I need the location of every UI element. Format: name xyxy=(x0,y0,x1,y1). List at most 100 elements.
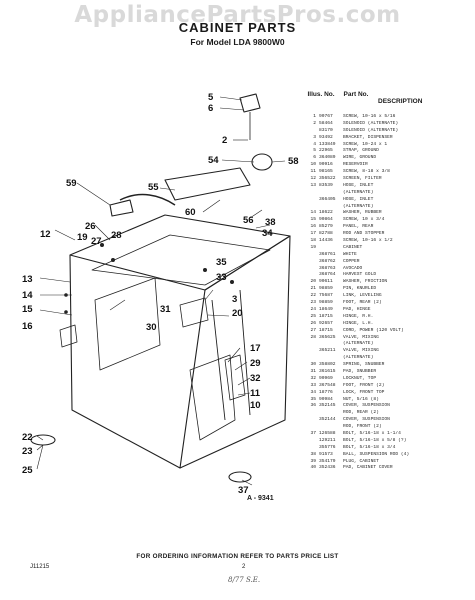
callout-3: 3 xyxy=(232,294,237,305)
illus-number: 16 xyxy=(310,224,316,230)
part-description: COPPER xyxy=(343,258,360,264)
callout-14: 14 xyxy=(22,290,33,301)
illus-number xyxy=(306,252,319,259)
illus-number xyxy=(306,128,319,135)
illus-number: 18 xyxy=(310,238,316,244)
callout-13: 13 xyxy=(22,274,33,285)
part-number: 83170 xyxy=(319,127,333,133)
parts-row: (ALTERNATE) xyxy=(306,190,474,197)
part-description: SCREW, 10-16 x 1/2 xyxy=(343,238,393,244)
part-number: 14436 xyxy=(319,238,333,244)
part-number: 58464 xyxy=(319,120,333,126)
dispenser-bracket xyxy=(164,167,251,201)
part-description: LOCK, FRONT TOP xyxy=(343,389,385,395)
part-number: 18776 xyxy=(319,389,333,395)
part-number: 367548 xyxy=(319,382,336,388)
illus-number: 12 xyxy=(310,176,316,182)
illus-number: 4 xyxy=(313,141,316,147)
snubber-assembly xyxy=(224,354,246,401)
rear-panel xyxy=(94,277,161,371)
callout-6: 6 xyxy=(208,103,213,114)
part-description: ROD, FRONT (2) xyxy=(343,424,382,430)
part-description: VALVE, MIXING xyxy=(343,348,379,354)
illus-number xyxy=(306,348,319,355)
part-number: 352145 xyxy=(319,403,336,409)
bolts xyxy=(64,243,234,314)
suspension-rod-right xyxy=(239,289,251,416)
part-description: PIN, KNURLED xyxy=(343,286,377,292)
model-subtitle: For Model LDA 9800W0 xyxy=(190,37,285,47)
part-number: 90916 xyxy=(319,162,333,168)
part-number: 98165 xyxy=(319,169,333,175)
part-number: 358802 xyxy=(319,362,336,368)
callout-60: 60 xyxy=(185,207,196,218)
parts-row: 368762 COPPER xyxy=(306,259,474,266)
part-description: AVOCADO xyxy=(343,265,363,271)
callout-54: 54 xyxy=(208,155,219,166)
illus-number: 14 xyxy=(310,210,316,216)
part-description: WASHER, RUBBER xyxy=(343,210,382,216)
illus-number: 40 xyxy=(310,465,316,471)
illus-number: 30 xyxy=(310,362,316,368)
part-number: 90969 xyxy=(319,375,333,381)
part-number: 364089 xyxy=(319,155,336,161)
part-description: BOLT, 5/16-18 x 3/4 xyxy=(343,444,396,450)
illus-number: 10 xyxy=(310,162,316,168)
illus-number: 32 xyxy=(310,375,316,381)
part-number: 91573 xyxy=(319,451,333,457)
illus-number: 5 xyxy=(313,148,316,154)
part-number: 368764 xyxy=(319,272,336,278)
callout-28: 28 xyxy=(111,230,122,241)
leader-lines xyxy=(36,96,286,486)
part-description: PAD, SNUBBER xyxy=(343,368,377,374)
part-description: COVER, SUSPENSION xyxy=(343,403,390,409)
cabinet-inner-rim xyxy=(91,234,271,286)
illus-number: 17 xyxy=(310,231,316,237)
part-number: 22965 xyxy=(319,148,333,154)
illus-number: 2 xyxy=(313,120,316,126)
reservoir-cap xyxy=(251,153,273,171)
callout-16: 16 xyxy=(22,321,33,332)
illus-number: 36 xyxy=(310,403,316,409)
column-part-no: Part No. xyxy=(343,91,369,98)
callout-29: 29 xyxy=(250,358,261,369)
callout-34: 34 xyxy=(262,228,273,239)
solenoid-top xyxy=(239,93,261,113)
part-description: FOOT, REAR (2) xyxy=(343,300,382,306)
front-foot xyxy=(228,471,252,483)
part-description: (ALTERNATE) xyxy=(343,203,374,209)
part-description: CORD, POWER (120 VOLT) xyxy=(343,327,404,333)
part-description: ROD, REAR (2) xyxy=(343,410,379,416)
callout-33: 33 xyxy=(216,272,227,283)
illus-number xyxy=(306,259,319,266)
part-number: 133849 xyxy=(319,141,336,147)
callout-labels: 5 6 2 1 54 58 59 55 60 56 38 26 34 27 12… xyxy=(22,92,299,496)
part-number: 90611 xyxy=(319,279,333,285)
parts-table-header: Illus. No. Part No. DESCRIPTION xyxy=(306,91,472,113)
part-description: RESERVOIR xyxy=(343,162,368,168)
illus-number xyxy=(306,424,319,431)
part-number: 356522 xyxy=(319,176,336,182)
part-number: 368762 xyxy=(319,258,336,264)
part-number: 18715 xyxy=(319,313,333,319)
part-description: HINGE, R.H. xyxy=(343,313,374,319)
